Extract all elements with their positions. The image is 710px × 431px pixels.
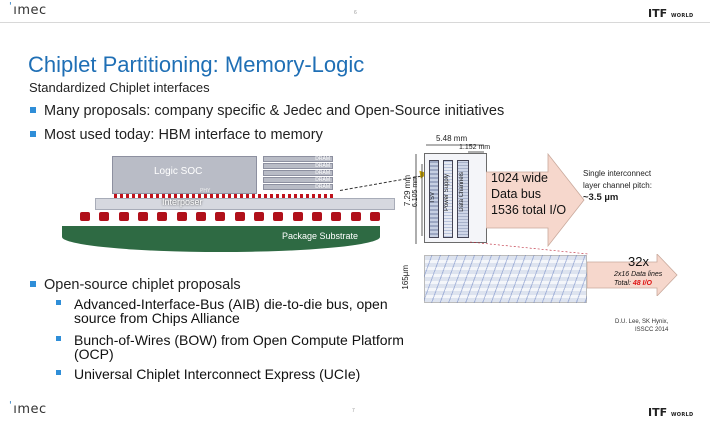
hbm-die-photo <box>424 153 487 243</box>
bullet-square-icon <box>30 107 36 113</box>
slide-subtitle: Standardized Chiplet interfaces <box>29 80 210 95</box>
interposer-label: Interposer <box>162 197 203 207</box>
data-channels-label: Data Channels <box>459 172 465 212</box>
sub-bullet-aib: Advanced-Interface-Bus (AIB) die-to-die … <box>56 297 404 325</box>
slide-title: Chiplet Partitioning: Memory-Logic <box>28 52 365 77</box>
tsv-label: TSV <box>430 192 436 204</box>
imec-logo-bottom: 'ımec <box>9 400 47 417</box>
dram-stack: DRAM DRAM DRAM DRAM DRAM <box>263 156 333 196</box>
dram-layer: DRAM <box>263 163 333 169</box>
interposer <box>95 198 395 210</box>
sub-bullet-square-icon <box>56 370 61 375</box>
bullet-square-icon <box>30 281 36 287</box>
package-substrate <box>62 226 380 252</box>
c4-bumps <box>80 212 380 222</box>
sub-bullet-square-icon <box>56 336 61 341</box>
bullet-proposals: Many proposals: company specific & Jedec… <box>30 103 504 119</box>
bus-width-text: 1024 wide Data bus 1536 total I/O <box>491 171 567 217</box>
imec-logo-top: 'ımec <box>9 1 47 18</box>
hbm-cross-section-diagram: Package Substrate Interposer Logic SOC P… <box>50 150 395 252</box>
interconnect-detail-photo <box>424 255 587 303</box>
logic-soc-label: Logic SOC <box>154 166 203 177</box>
sub-bullet-bow: Bunch-of-Wires (BOW) from Open Compute P… <box>56 333 404 361</box>
bullet-open-source: Open-source chiplet proposals <box>30 277 241 293</box>
bullet-hbm: Most used today: HBM interface to memory <box>30 127 323 143</box>
multiplier-text: 32x <box>628 254 649 269</box>
interconnect-note: Single interconnect layer channel pitch:… <box>583 169 652 203</box>
itf-logo-bottom: ITF WORLD <box>648 406 694 419</box>
dram-layer: DRAM <box>263 170 333 176</box>
sub-bullet-square-icon <box>56 300 61 305</box>
dim-width-outer: 5.48 mm <box>436 134 468 143</box>
sub-bullet-ucie: Universal Chiplet Interconnect Express (… <box>56 367 414 381</box>
dram-layer: DRAM <box>263 156 333 162</box>
footer-page-marker: 7 <box>352 408 355 414</box>
dim-arrows <box>415 144 484 244</box>
dim-width-inner: 1.152 mm <box>459 144 491 151</box>
dim-height-inner: 6.105 mm <box>412 176 419 208</box>
substrate-label: Package Substrate <box>282 231 359 241</box>
citation: D.U. Lee, SK Hynix, ISSCC 2014 <box>615 319 669 333</box>
header-divider <box>0 22 710 23</box>
bullet-square-icon <box>30 131 36 137</box>
dram-layer: DRAM <box>263 177 333 183</box>
logic-soc-die <box>112 156 257 194</box>
strip-height-label: 165µm <box>401 265 410 290</box>
phy-label-right: PHY <box>272 188 283 194</box>
tsv-column <box>429 160 439 238</box>
header-page-marker: 6 <box>354 10 357 16</box>
data-channels-column <box>457 160 469 238</box>
interconnect-traces <box>424 255 587 303</box>
bus-arrow-icon <box>486 152 585 248</box>
multiplier-arrow-icon <box>587 254 678 296</box>
itf-logo-top: ITF WORLD <box>648 7 694 20</box>
data-lines-note: 2x16 Data lines Total: 48 I/O <box>614 271 663 287</box>
power-supply-label: Power Supply <box>444 174 450 212</box>
dim-height-outer: 7.29 mm <box>403 175 412 207</box>
dram-layer: DRAM <box>263 184 333 190</box>
micro-bumps <box>114 194 334 198</box>
phy-label-left: PHY <box>200 188 211 194</box>
power-supply-column <box>443 160 453 238</box>
